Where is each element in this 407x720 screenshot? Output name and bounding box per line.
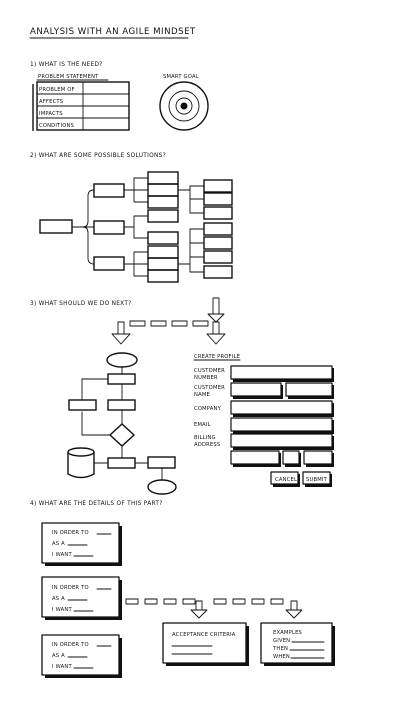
label-customer-number-2: NUMBER [194, 375, 218, 381]
problem-statement-table [32, 81, 130, 131]
user-story-card-1: IN ORDER TO AS A I WANT [41, 522, 122, 566]
billing-city-field[interactable] [230, 450, 281, 467]
cancel-button-label: CANCEL [275, 477, 297, 483]
billing-state-field[interactable] [282, 450, 301, 467]
label-billing-address-1: BILLING [194, 435, 216, 441]
section-2-heading: 2) WHAT ARE SOME POSSIBLE SOLUTIONS? [30, 153, 166, 159]
user-story-card-2: IN ORDER TO AS A I WANT [41, 576, 122, 620]
form-title: CREATE PROFILE [194, 354, 240, 360]
customer-number-field[interactable] [230, 365, 334, 382]
examples-then: THEN [272, 646, 288, 652]
billing-zip-field[interactable] [303, 450, 334, 467]
user-story-card-3: IN ORDER TO AS A I WANT [41, 634, 122, 678]
svg-text:I WANT: I WANT [52, 552, 72, 558]
examples-when: WHEN [273, 654, 290, 660]
acceptance-criteria-card: ACCEPTANCE CRITERIA [162, 622, 249, 666]
customer-first-name-field[interactable] [230, 382, 283, 399]
row-conditions: CONDITIONS [39, 123, 74, 129]
label-customer-name-2: NAME [194, 392, 210, 398]
submit-button[interactable]: SUBMIT [302, 471, 332, 487]
customer-last-name-field[interactable] [285, 382, 334, 399]
solution-tree [39, 171, 233, 283]
smart-goal-label: SMART GOAL [163, 74, 199, 80]
svg-text:AS A: AS A [52, 541, 65, 547]
svg-text:IN ORDER TO: IN ORDER TO [52, 530, 89, 536]
svg-text:AS A: AS A [52, 653, 65, 659]
next-step-connector [111, 297, 226, 345]
submit-button-label: SUBMIT [306, 477, 328, 483]
examples-given: GIVEN [273, 638, 290, 644]
svg-text:I WANT: I WANT [52, 607, 72, 613]
process-flowchart [67, 352, 177, 495]
problem-statement-label: PROBLEM STATEMENT [38, 74, 99, 80]
row-impacts: IMPACTS [39, 111, 63, 117]
billing-address-line-1[interactable] [230, 433, 334, 450]
section-3-heading: 3) WHAT SHOULD WE DO NEXT? [30, 301, 132, 307]
acceptance-criteria-label: ACCEPTANCE CRITERIA [172, 632, 236, 638]
label-email: EMAIL [194, 422, 211, 428]
company-field[interactable] [230, 400, 334, 417]
svg-text:IN ORDER TO: IN ORDER TO [52, 585, 89, 591]
target-icon [159, 81, 209, 131]
examples-label: EXAMPLES [273, 630, 302, 636]
svg-text:I WANT: I WANT [52, 664, 72, 670]
label-billing-address-2: ADDRESS [194, 442, 220, 448]
page-title: ANALYSIS WITH AN AGILE MINDSET [30, 27, 196, 37]
email-field[interactable] [230, 417, 334, 434]
svg-text:IN ORDER TO: IN ORDER TO [52, 642, 89, 648]
svg-text:AS A: AS A [52, 596, 65, 602]
row-affects: AFFECTS [39, 99, 63, 105]
row-problem-of: PROBLEM OF [39, 87, 75, 93]
examples-card: EXAMPLES GIVEN THEN WHEN [260, 622, 335, 666]
section-4-heading: 4) WHAT ARE THE DETAILS OF THIS PART? [30, 501, 163, 507]
label-customer-name-1: CUSTOMER [194, 385, 225, 391]
label-company: COMPANY [194, 406, 222, 412]
section-1-heading: 1) WHAT IS THE NEED? [30, 62, 103, 68]
cancel-button[interactable]: CANCEL [270, 471, 300, 487]
details-connector [125, 598, 303, 619]
database-icon [67, 447, 95, 479]
label-customer-number-1: CUSTOMER [194, 368, 225, 374]
